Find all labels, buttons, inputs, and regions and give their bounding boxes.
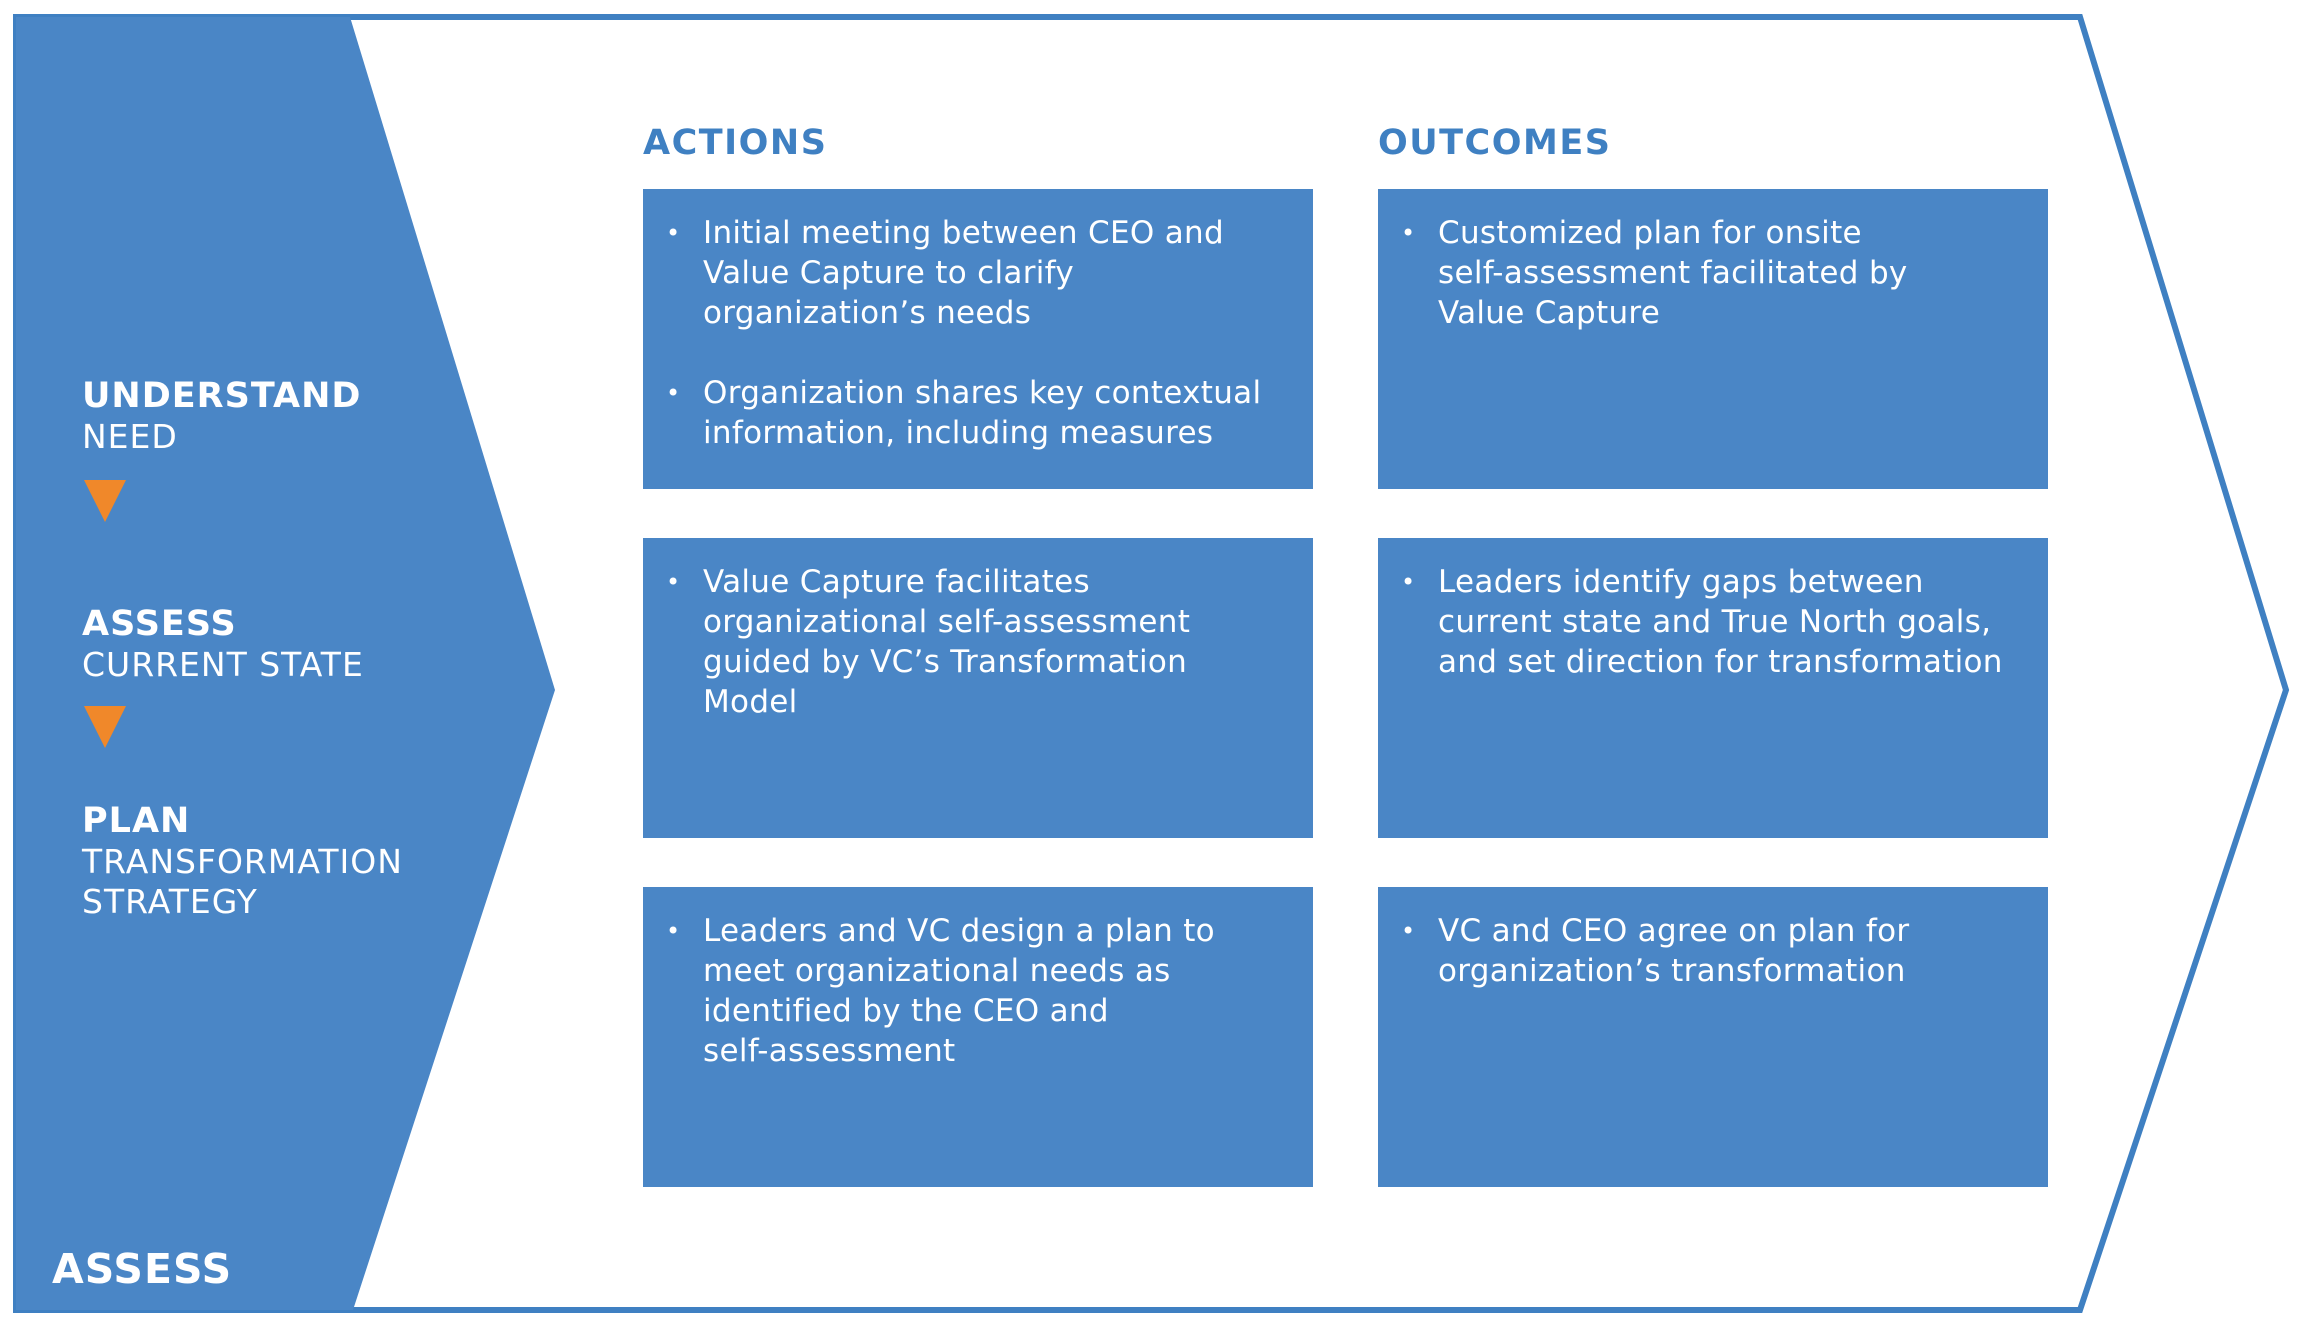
action-card-understand: Initial meeting between CEO and Value Ca… <box>643 189 1313 489</box>
outcomes-header: OUTCOMES <box>1378 123 1612 163</box>
list-item: Leaders identify gaps between current st… <box>1401 562 2028 682</box>
line: Initial meeting between CEO and <box>703 215 1224 251</box>
bullet-list: Customized plan for onsite self-assessme… <box>1401 213 2028 333</box>
bullet-list: VC and CEO agree on plan for organizatio… <box>1401 911 2028 991</box>
line: Leaders identify gaps between <box>1438 564 1924 600</box>
bullet-list: Leaders identify gaps between current st… <box>1401 562 2028 682</box>
line: and set direction for transformation <box>1438 644 2003 680</box>
list-item: VC and CEO agree on plan for organizatio… <box>1401 911 2028 991</box>
bullet-list: Value Capture facilitates organizational… <box>666 562 1293 722</box>
line: self-assessment <box>703 1033 956 1069</box>
line: guided by VC’s Transformation <box>703 644 1188 680</box>
line: Model <box>703 684 798 720</box>
line: Value Capture to clarify <box>703 255 1074 291</box>
list-item: Value Capture facilitates organizational… <box>666 562 1293 722</box>
stage-subtitle: STRATEGY <box>82 882 258 921</box>
line: organizational self-assessment <box>703 604 1191 640</box>
action-card-assess: Value Capture facilitates organizational… <box>643 538 1313 838</box>
stage-plan: PLAN TRANSFORMATION STRATEGY <box>82 800 403 922</box>
list-item: Organization shares key contextual infor… <box>666 373 1293 453</box>
down-arrow-icon <box>84 706 126 748</box>
line: organization’s transformation <box>1438 953 1906 989</box>
bullet-list: Leaders and VC design a plan to meet org… <box>666 911 1293 1071</box>
outcome-card-understand: Customized plan for onsite self-assessme… <box>1378 189 2048 489</box>
list-item: Initial meeting between CEO and Value Ca… <box>666 213 1293 333</box>
line: Leaders and VC design a plan to <box>703 913 1215 949</box>
line: Value Capture facilitates <box>703 564 1090 600</box>
phase-label: ASSESS <box>52 1245 233 1293</box>
outcome-card-assess: Leaders identify gaps between current st… <box>1378 538 2048 838</box>
line: identified by the CEO and <box>703 993 1109 1029</box>
list-item: Customized plan for onsite self-assessme… <box>1401 213 2028 333</box>
stage-subtitle: NEED <box>82 417 178 456</box>
stage-subtitle: TRANSFORMATION <box>82 842 403 881</box>
actions-header: ACTIONS <box>643 123 828 163</box>
stage-assess: ASSESS CURRENT STATE <box>82 603 364 685</box>
line: self-assessment facilitated by <box>1438 255 1908 291</box>
list-item: Leaders and VC design a plan to meet org… <box>666 911 1293 1071</box>
bullet-list: Initial meeting between CEO and Value Ca… <box>666 213 1293 453</box>
outcome-card-plan: VC and CEO agree on plan for organizatio… <box>1378 887 2048 1187</box>
stage-title: UNDERSTAND <box>82 376 362 416</box>
stage-title: ASSESS <box>82 604 237 644</box>
line: VC and CEO agree on plan for <box>1438 913 1910 949</box>
line: Customized plan for onsite <box>1438 215 1862 251</box>
stage-title: PLAN <box>82 801 191 841</box>
stage-understand: UNDERSTAND NEED <box>82 375 361 457</box>
line: meet organizational needs as <box>703 953 1171 989</box>
stage-subtitle: CURRENT STATE <box>82 645 364 684</box>
line: organization’s needs <box>703 295 1032 331</box>
line: information, including measures <box>703 415 1214 451</box>
line: Organization shares key contextual <box>703 375 1262 411</box>
stage-band <box>16 17 555 1310</box>
line: Value Capture <box>1438 295 1661 331</box>
action-card-plan: Leaders and VC design a plan to meet org… <box>643 887 1313 1187</box>
line: current state and True North goals, <box>1438 604 1992 640</box>
down-arrow-icon <box>84 480 126 522</box>
